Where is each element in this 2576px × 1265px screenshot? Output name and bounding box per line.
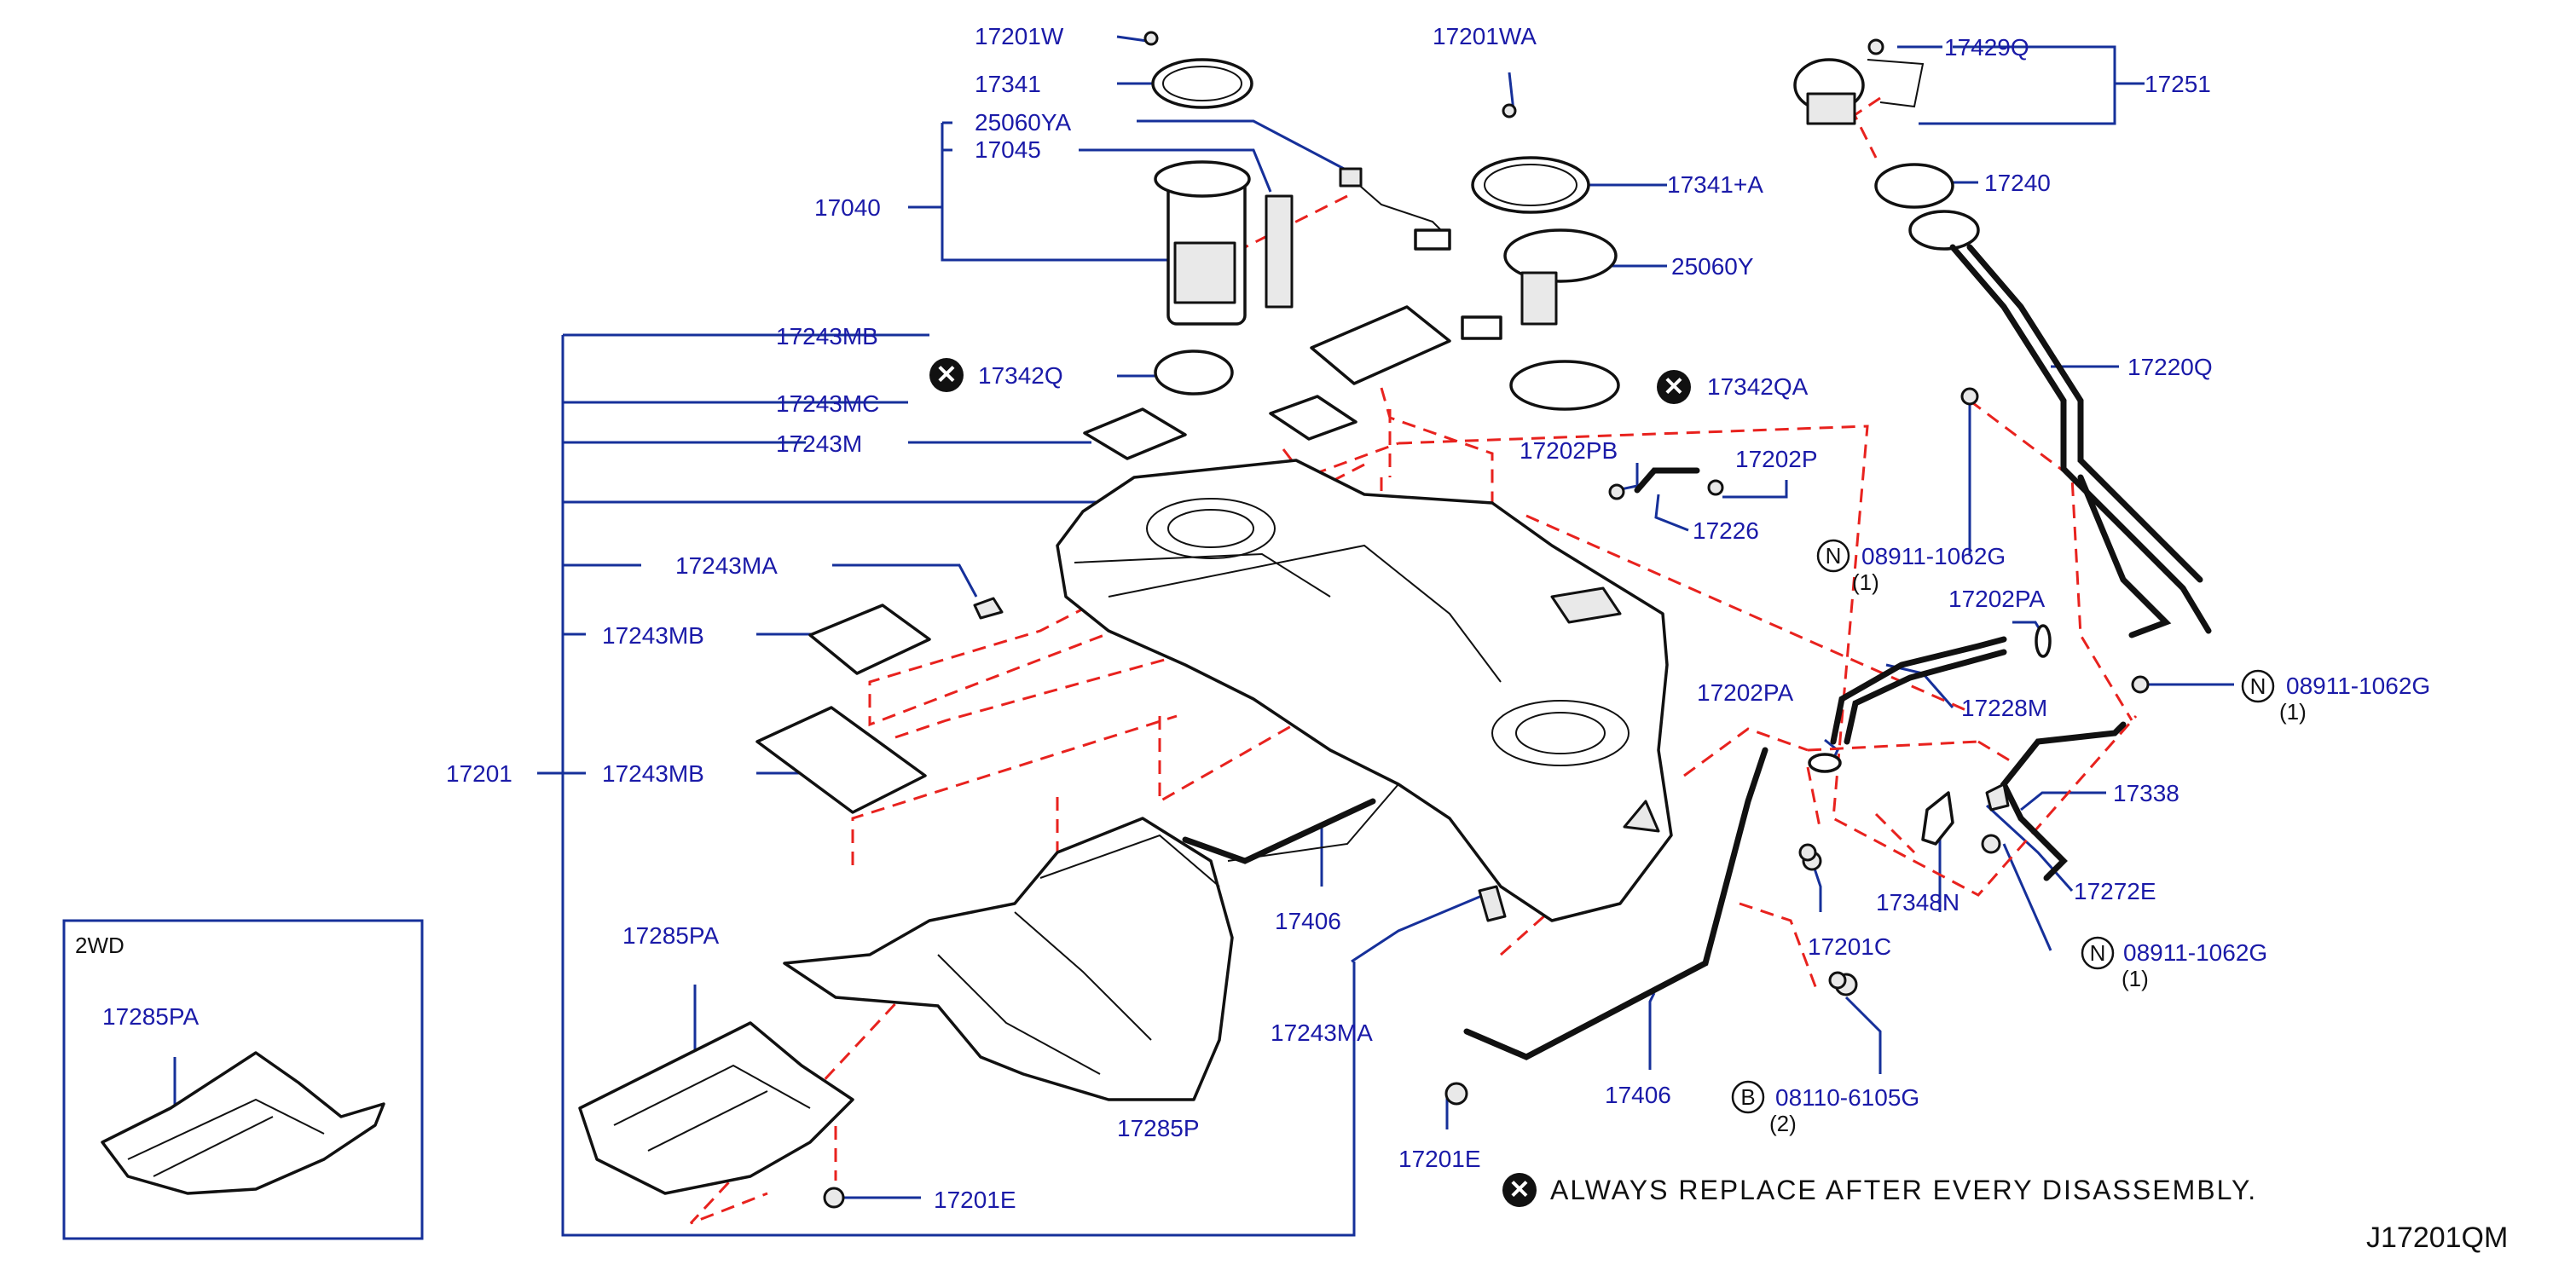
marker-n-3: N bbox=[2090, 940, 2106, 966]
callout-17202pb: 17202PB bbox=[1520, 437, 1618, 464]
callout-17285p: 17285P bbox=[1117, 1115, 1200, 1141]
callout-17202pa-r: 17202PA bbox=[1948, 586, 2045, 612]
callout-08911-3: 08911-1062G bbox=[2123, 939, 2267, 966]
callout-17220q: 17220Q bbox=[2127, 354, 2213, 380]
oring-17342q bbox=[1154, 349, 1234, 396]
callout-17338: 17338 bbox=[2113, 780, 2179, 806]
callout-17226: 17226 bbox=[1693, 517, 1759, 544]
callout-17285pa-inset: 17285PA bbox=[102, 1003, 199, 1030]
callout-17406-a: 17406 bbox=[1275, 908, 1341, 934]
marker-x-17342q: ✕ bbox=[935, 361, 957, 390]
callout-17243mb-low: 17243MB bbox=[602, 760, 704, 787]
filler-tube-17220q bbox=[1874, 163, 2212, 638]
callout-17341a: 17341+A bbox=[1667, 171, 1763, 198]
callout-17342qa: 17342QA bbox=[1707, 373, 1809, 400]
callout-17201wa: 17201WA bbox=[1433, 23, 1537, 49]
callout-25060y: 25060Y bbox=[1671, 253, 1754, 280]
callout-17243ma-left: 17243MA bbox=[675, 552, 778, 579]
callout-17243mc: 17243MC bbox=[776, 390, 879, 417]
pad-17243mc bbox=[1269, 395, 1357, 441]
pad-17243m bbox=[1083, 407, 1187, 460]
callout-17285pa: 17285PA bbox=[622, 922, 719, 949]
marker-n-1: N bbox=[1826, 543, 1842, 569]
callout-17040: 17040 bbox=[814, 194, 881, 221]
callout-17406-b: 17406 bbox=[1605, 1082, 1671, 1108]
heat-shield-17285p bbox=[783, 817, 1234, 1101]
oring-17342qa bbox=[1509, 360, 1620, 411]
callout-17272e: 17272E bbox=[2074, 878, 2156, 904]
callout-17342q: 17342Q bbox=[978, 362, 1063, 389]
marker-b: B bbox=[1740, 1084, 1755, 1110]
callout-qty-1: (1) bbox=[1852, 569, 1879, 595]
callout-17341: 17341 bbox=[975, 71, 1041, 97]
pad-17243mb-top bbox=[1310, 305, 1451, 385]
callout-17201: 17201 bbox=[446, 760, 512, 787]
pad-17243mb-mid bbox=[808, 604, 931, 675]
callout-17243ma-low: 17243MA bbox=[1271, 1020, 1373, 1046]
callout-qty-3: (1) bbox=[2122, 966, 2149, 991]
marker-x-17342qa: ✕ bbox=[1663, 373, 1684, 401]
callout-17429q: 17429Q bbox=[1944, 34, 2029, 61]
callout-08911-1: 08911-1062G bbox=[1861, 543, 2006, 569]
hose-17228m bbox=[1830, 636, 2007, 745]
callout-25060ya: 25060YA bbox=[975, 109, 1071, 136]
callout-17201w: 17201W bbox=[975, 23, 1064, 49]
callout-17201e-a: 17201E bbox=[934, 1187, 1016, 1213]
callout-qty-4: (2) bbox=[1769, 1111, 1797, 1136]
callout-17348n: 17348N bbox=[1876, 889, 1959, 916]
callout-17243mb-mid: 17243MB bbox=[602, 622, 704, 649]
callout-17045: 17045 bbox=[975, 136, 1041, 163]
callout-17243m: 17243M bbox=[776, 430, 862, 457]
callout-17201c: 17201C bbox=[1808, 933, 1891, 960]
callout-08110: 08110-6105G bbox=[1775, 1084, 1919, 1111]
tube-17338 bbox=[2000, 721, 2127, 822]
strap-17406-b bbox=[1463, 747, 1768, 1060]
fuel-pump-assembly-17040 bbox=[1154, 160, 1451, 326]
fuel-sender-25060y bbox=[1461, 228, 1618, 340]
inset-2wd bbox=[62, 919, 424, 1240]
marker-x-note: ✕ bbox=[1508, 1176, 1530, 1204]
strap-17406-a bbox=[1182, 798, 1376, 864]
circled-markers: N N N B ✕ ✕ ✕ bbox=[929, 358, 2275, 1207]
ring-17341a bbox=[1471, 156, 1590, 214]
callout-17240: 17240 bbox=[1984, 170, 2051, 196]
callout-17251: 17251 bbox=[2145, 71, 2211, 97]
pad-17243mb-low bbox=[755, 706, 927, 814]
ring-17341 bbox=[1151, 58, 1253, 109]
marker-n-2: N bbox=[2250, 673, 2266, 699]
filler-cap-17251 bbox=[1793, 38, 1925, 125]
replace-note: ALWAYS REPLACE AFTER EVERY DISASSEMBLY. bbox=[1550, 1175, 2257, 1205]
hose-17226 bbox=[1634, 467, 1700, 494]
callout-17202pa-l: 17202PA bbox=[1697, 679, 1793, 706]
callout-17243mb-top: 17243MB bbox=[776, 323, 878, 349]
fuel-tank-17201 bbox=[1056, 459, 1673, 922]
callout-17202p: 17202P bbox=[1735, 446, 1818, 472]
diagram-code: J17201QM bbox=[2366, 1222, 2508, 1254]
callout-08911-2: 08911-1062G bbox=[2286, 673, 2430, 699]
callout-qty-2: (1) bbox=[2279, 699, 2307, 725]
callout-17228m: 17228M bbox=[1961, 695, 2047, 721]
inset-title: 2WD bbox=[75, 933, 124, 958]
callout-labels: 17201W 17341 25060YA 17045 17040 17201WA… bbox=[102, 23, 2430, 1213]
heat-shield-17285pa bbox=[578, 1021, 854, 1195]
callout-17201e-b: 17201E bbox=[1398, 1146, 1481, 1172]
